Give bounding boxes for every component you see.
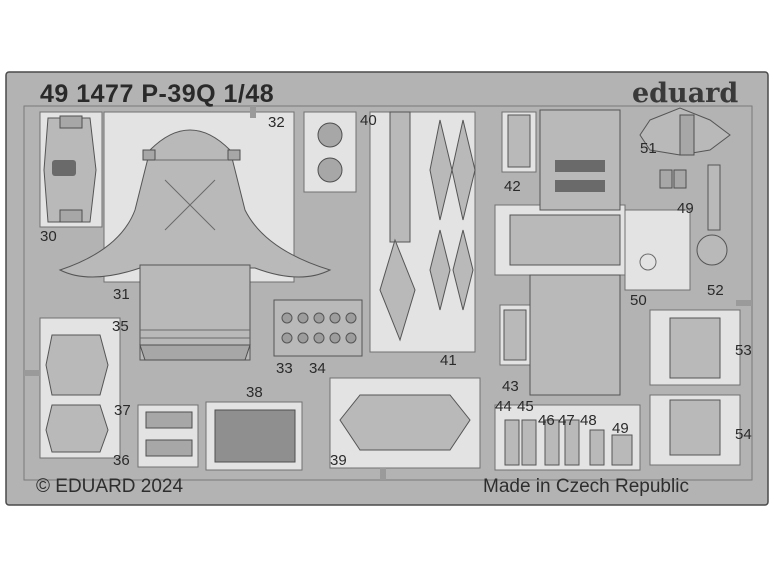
part-number-43: 43 <box>502 378 519 395</box>
copyright-text: © EDUARD 2024 <box>36 476 184 497</box>
part-number-48: 48 <box>580 412 597 429</box>
parts-53-54 <box>649 309 741 466</box>
part-number-51: 51 <box>640 140 657 157</box>
parts-35-36 <box>39 317 121 459</box>
part-number-53: 53 <box>735 342 752 359</box>
part-number-41: 41 <box>440 352 457 369</box>
part-43 <box>499 304 531 366</box>
part-32 <box>58 111 332 283</box>
part-42 <box>501 111 537 173</box>
part-number-47: 47 <box>558 412 575 429</box>
part-38 <box>205 401 303 471</box>
part-number-44: 44 <box>495 398 512 415</box>
part-37 <box>137 404 199 468</box>
part-number-42: 42 <box>504 178 521 195</box>
part-number-49-top: 49 <box>677 200 694 217</box>
part-32-circles <box>303 111 357 193</box>
instrument-panel <box>494 109 626 396</box>
part-number-50: 50 <box>630 292 647 309</box>
part-number-30: 30 <box>40 228 57 245</box>
part-49-small <box>659 169 687 189</box>
part-number-31: 31 <box>113 286 130 303</box>
part-number-54: 54 <box>735 426 752 443</box>
part-number-45: 45 <box>517 398 534 415</box>
parts-44-49 <box>494 404 641 471</box>
part-number-52: 52 <box>707 282 724 299</box>
part-52 <box>696 164 728 266</box>
part-number-49-bottom: 49 <box>612 420 629 437</box>
part-50 <box>624 209 691 291</box>
part-39 <box>329 377 481 469</box>
brand-logo: eduard <box>632 78 739 109</box>
part-number-32: 32 <box>268 114 285 131</box>
parts-33-34 <box>273 299 363 357</box>
part-number-33: 33 <box>276 360 293 377</box>
part-number-46: 46 <box>538 412 555 429</box>
part-number-35: 35 <box>112 318 129 335</box>
part-51 <box>639 107 731 156</box>
origin-text: Made in Czech Republic <box>483 476 689 497</box>
part-30 <box>39 111 103 228</box>
part-number-39: 39 <box>330 452 347 469</box>
parts-40-41 <box>369 111 476 353</box>
part-number-37: 37 <box>114 402 131 419</box>
part-number-34: 34 <box>309 360 326 377</box>
part-number-40: 40 <box>360 112 377 129</box>
fret-inner-border <box>23 105 753 481</box>
fret-title: 49 1477 P-39Q 1/48 <box>40 80 275 108</box>
part-number-38: 38 <box>246 384 263 401</box>
part-31 <box>139 264 251 361</box>
fret-tabs <box>24 106 752 480</box>
part-number-36: 36 <box>113 452 130 469</box>
